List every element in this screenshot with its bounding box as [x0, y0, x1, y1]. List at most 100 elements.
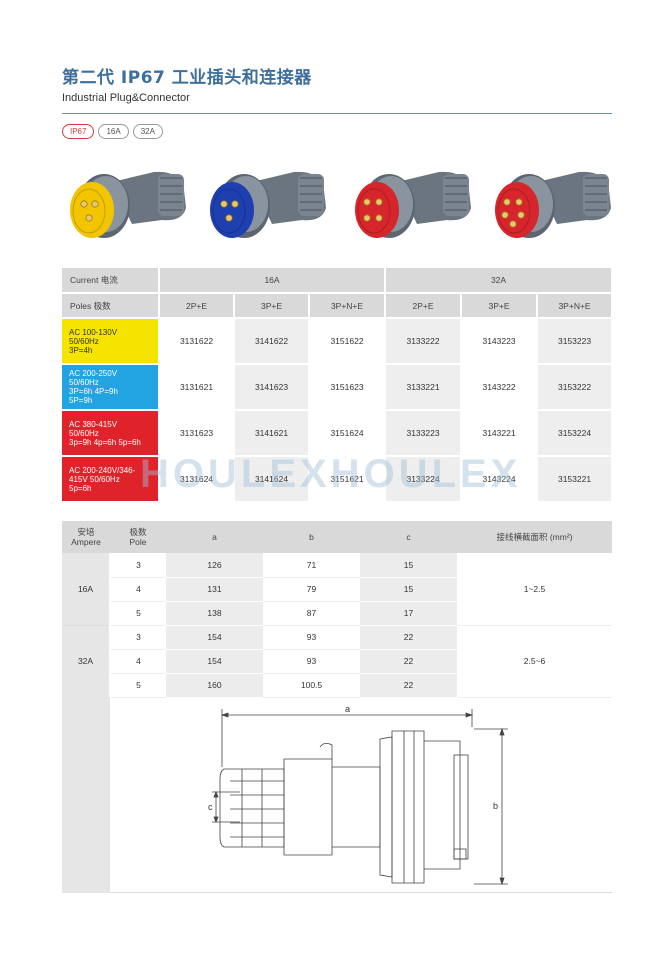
header-c: c [360, 521, 457, 553]
product-code: 3151622 [309, 318, 387, 365]
current-16a: 16A [159, 268, 387, 294]
pole-cell: 4 [110, 577, 166, 602]
c-cell: 22 [360, 649, 457, 674]
pole-header: 3P+E [461, 293, 539, 319]
product-code: 3153222 [537, 364, 614, 411]
pole-header: 3P+N+E [309, 293, 387, 319]
yellow-plug [70, 171, 186, 238]
header-a: a [166, 521, 263, 553]
dim-label-c: c [208, 802, 213, 812]
product-code: 3141622 [234, 318, 310, 365]
c-cell: 17 [360, 601, 457, 626]
a-cell: 138 [166, 601, 263, 626]
pole-header: 2P+E [159, 293, 235, 319]
c-cell: 22 [360, 624, 457, 650]
product-images [70, 171, 611, 238]
dim-label-b: b [493, 801, 498, 811]
c-cell: 15 [360, 577, 457, 602]
tag-ip67[interactable]: IP67 [62, 124, 95, 139]
page-title-en: Industrial Plug&Connector [62, 92, 190, 104]
pole-cell: 3 [110, 553, 166, 578]
product-code: 3141621 [234, 410, 310, 457]
b-cell: 87 [263, 601, 360, 626]
drawing-side-strip [62, 697, 110, 893]
product-code: 3141623 [234, 364, 310, 411]
product-code: 3143223 [461, 318, 539, 365]
b-cell: 100.5 [263, 673, 360, 698]
pole-cell: 4 [110, 649, 166, 674]
c-cell: 22 [360, 673, 457, 698]
product-code: 3131622 [159, 318, 235, 365]
red-plug-4p [355, 171, 471, 238]
product-code: 3131623 [159, 410, 235, 457]
product-code: 3133222 [385, 318, 463, 365]
pole-header: 3P+N+E [537, 293, 614, 319]
header-b: b [263, 521, 360, 553]
ampere-cell: 32A [62, 624, 111, 697]
tag-32a[interactable]: 32A [132, 124, 163, 139]
a-cell: 126 [166, 553, 263, 578]
a-cell: 131 [166, 577, 263, 602]
header-area: 接线横截面积 (mm²) [457, 521, 612, 553]
b-cell: 93 [263, 649, 360, 674]
technical-drawing: a b c [62, 697, 612, 893]
blue-plug [210, 171, 326, 238]
poles-label: Poles 极数 [62, 293, 160, 319]
b-cell: 93 [263, 624, 360, 650]
c-cell: 15 [360, 553, 457, 578]
pole-header: 3P+E [234, 293, 310, 319]
dim-label-a: a [345, 704, 350, 714]
product-code: 3143221 [461, 410, 539, 457]
area-cell: 1~2.5 [457, 553, 612, 626]
tag-list: IP67 16A 32A [62, 124, 163, 139]
b-cell: 71 [263, 553, 360, 578]
product-code: 3153221 [537, 456, 614, 503]
current-label: Current 电流 [62, 268, 160, 294]
product-code: 3153223 [537, 318, 614, 365]
a-cell: 154 [166, 624, 263, 650]
product-code: 3131621 [159, 364, 235, 411]
product-code: 3133224 [385, 456, 463, 503]
current-32a: 32A [385, 268, 614, 294]
product-code: 3151623 [309, 364, 387, 411]
product-code: 3143222 [461, 364, 539, 411]
a-cell: 160 [166, 673, 263, 698]
product-code: 3131624 [159, 456, 235, 503]
a-cell: 154 [166, 649, 263, 674]
b-cell: 79 [263, 577, 360, 602]
pole-cell: 5 [110, 601, 166, 626]
pole-header: 2P+E [385, 293, 463, 319]
product-gallery [62, 160, 612, 252]
page-title-cn: 第二代 IP67 工业插头和连接器 [62, 68, 312, 88]
product-code: 3141624 [234, 456, 310, 503]
product-code: 3133221 [385, 364, 463, 411]
pole-cell: 5 [110, 673, 166, 698]
pole-cell: 3 [110, 624, 166, 650]
product-code: 3151624 [309, 410, 387, 457]
red-plug-5p [495, 171, 611, 238]
spec-table: Current 电流 16A 32A Poles 极数 2P+E 3P+E 3P… [62, 268, 614, 503]
product-code: 3133223 [385, 410, 463, 457]
title-divider [62, 113, 612, 114]
product-code: 3153224 [537, 410, 614, 457]
tag-16a[interactable]: 16A [98, 124, 129, 139]
area-cell: 2.5~6 [457, 624, 612, 698]
ampere-cell: 16A [62, 553, 111, 625]
product-code: 3143224 [461, 456, 539, 503]
